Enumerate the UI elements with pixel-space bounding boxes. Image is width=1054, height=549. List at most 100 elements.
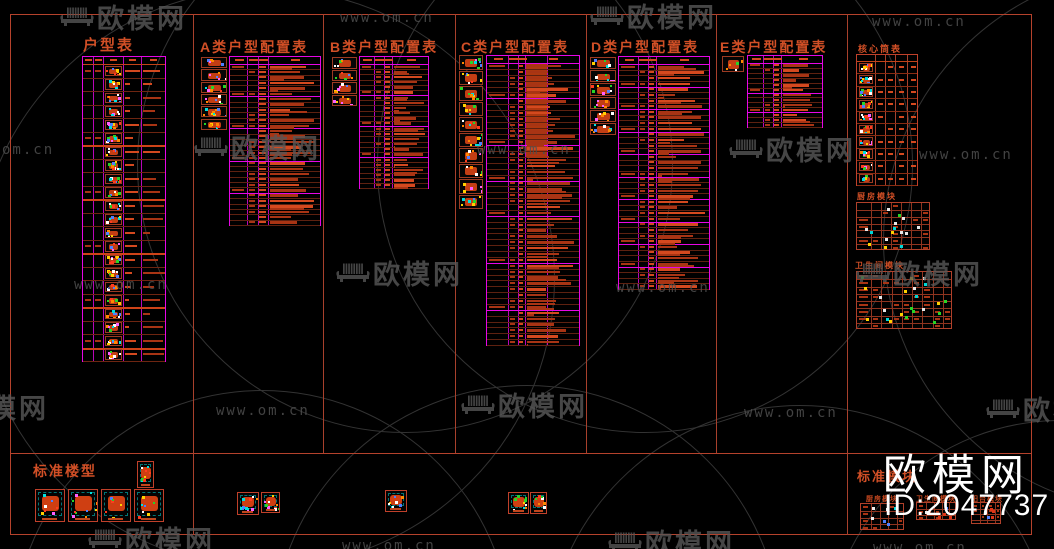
- cell-text: [527, 308, 554, 311]
- cell-text: [527, 235, 557, 238]
- unit-plan-thumbnail: [201, 57, 227, 69]
- cell-text: [887, 177, 893, 180]
- row-line: [83, 185, 165, 187]
- cell-text: [658, 88, 688, 91]
- watermark-url: www.om.cn: [340, 10, 434, 26]
- thumb-dot: [109, 178, 113, 182]
- thumb-dot: [109, 220, 112, 223]
- cell-text: [270, 124, 310, 128]
- header-text: [549, 58, 558, 60]
- thumb-dot: [867, 106, 871, 109]
- cell-text: [893, 318, 899, 321]
- row-line: [230, 176, 320, 178]
- cell-text: [510, 170, 515, 173]
- cell-text: [527, 223, 555, 226]
- cell-text: [95, 299, 101, 302]
- thumb-dot: [469, 144, 472, 147]
- cell-text: [996, 504, 999, 507]
- grid-line-h: [917, 515, 955, 516]
- cell-text: [510, 106, 515, 109]
- row-line: [487, 180, 579, 182]
- cell-glyph: [903, 290, 907, 294]
- thumb-blob: [465, 167, 478, 176]
- cell-text: [910, 115, 916, 118]
- cell-text: [259, 103, 266, 106]
- header-text: [798, 58, 808, 60]
- unit-plan-thumbnail: [459, 70, 483, 85]
- cell-text: [376, 158, 381, 161]
- watermark-brand-text: 欧模网: [766, 136, 856, 166]
- header-text: [407, 59, 416, 61]
- row-line: [83, 307, 165, 309]
- kitchen-module-table: [856, 202, 930, 250]
- cell-text: [989, 504, 992, 507]
- header-text: [517, 58, 527, 60]
- cell-text: [658, 102, 682, 105]
- row-line: [230, 160, 320, 162]
- cell-text: [621, 240, 635, 243]
- thumb-dot: [867, 89, 871, 93]
- cell-text: [527, 205, 560, 209]
- cell-text: [125, 231, 136, 234]
- cell-glyph: [900, 312, 904, 316]
- thumb-dot: [114, 136, 118, 140]
- plan-outline: [38, 492, 62, 516]
- cell-text: [385, 101, 390, 104]
- thumb-dot: [860, 118, 863, 121]
- plan-dot: [71, 515, 75, 519]
- plan-dot: [144, 504, 147, 507]
- thumb-dot: [348, 74, 351, 77]
- thumb-blob: [863, 114, 871, 121]
- cell-text: [658, 71, 704, 74]
- cell-text: [783, 74, 809, 77]
- cell-text: [649, 71, 654, 74]
- thumb-dot: [215, 76, 218, 79]
- cell-text: [125, 218, 134, 221]
- unit-plan-thumbnail: [104, 295, 122, 306]
- cell-text: [527, 94, 556, 97]
- standard-building-title: 标准楼型: [33, 463, 97, 479]
- cell-text: [259, 199, 266, 202]
- thumb-dot: [469, 60, 473, 64]
- cell-text: [944, 318, 950, 321]
- cell-text: [640, 93, 645, 96]
- cell-text: [394, 65, 421, 68]
- cell-text: [259, 156, 266, 159]
- cell-text: [249, 140, 255, 143]
- unit-plan-thumbnail: [859, 124, 873, 134]
- cell-text: [519, 329, 523, 332]
- thumb-dot: [112, 134, 116, 138]
- thumb-dot: [205, 107, 209, 111]
- unit-plan-thumbnail: [332, 82, 357, 94]
- cell-text: [887, 91, 893, 93]
- cell-glyph: [882, 519, 886, 523]
- unit-plan-thumbnail: [201, 93, 227, 106]
- thumb-dot: [473, 198, 476, 201]
- header-text: [648, 59, 657, 61]
- cell-text: [489, 176, 505, 179]
- thumb-dot: [112, 162, 116, 166]
- cell-text: [934, 310, 940, 313]
- header-text: [259, 59, 268, 61]
- cell-text: [914, 318, 920, 321]
- thumb-dot: [112, 326, 115, 329]
- cell-text: [527, 132, 548, 135]
- row-line: [619, 80, 709, 82]
- table-column-line: [268, 57, 269, 225]
- watermark-url: www.om.cn: [342, 538, 436, 549]
- cell-text: [658, 150, 701, 153]
- thumb-dot: [865, 66, 869, 70]
- cell-text: [887, 103, 893, 106]
- thumb-dot: [105, 232, 109, 236]
- cell-text: [519, 235, 523, 238]
- cell-text: [519, 94, 523, 97]
- cell-text: [125, 258, 135, 261]
- thumb-dot: [116, 270, 119, 273]
- cell-text: [527, 302, 556, 305]
- cell-text: [658, 285, 697, 288]
- thumb-dot: [116, 176, 120, 180]
- thumb-dot: [106, 138, 110, 142]
- table-header-line: [230, 64, 320, 65]
- cell-text: [249, 71, 255, 74]
- cell-text: [510, 129, 515, 132]
